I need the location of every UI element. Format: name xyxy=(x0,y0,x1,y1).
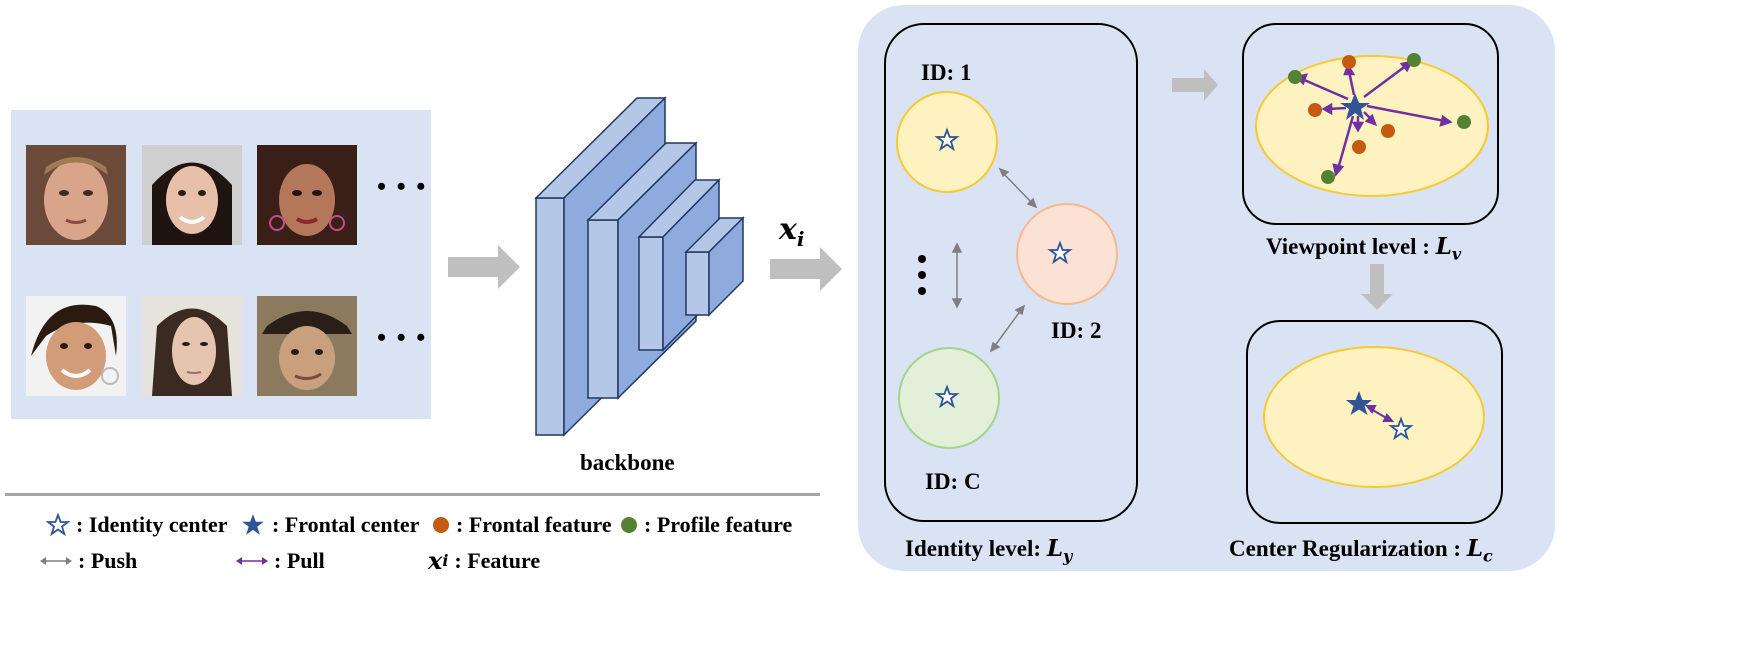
viewpoint-level-title-math: L xyxy=(1435,233,1452,260)
legend-frontal-feature: : Frontal feature xyxy=(432,512,612,538)
backbone-network xyxy=(534,96,745,437)
viewpoint-level-title: Viewpoint level : Lv xyxy=(1266,233,1461,264)
pull-arrow-icon xyxy=(236,557,268,565)
face-image-2 xyxy=(142,145,242,245)
legend-pull: : Pull xyxy=(236,548,325,574)
identity-level-title-math: L xyxy=(1046,535,1063,562)
center-regularization-title-sub: c xyxy=(1483,546,1493,566)
face-image-6 xyxy=(257,296,357,396)
identity-center-star-2 xyxy=(1047,240,1073,265)
orange-dot-icon xyxy=(433,517,449,533)
identity-level-title: Identity level: Ly xyxy=(905,535,1072,566)
cluster-label-1: ID: 1 xyxy=(921,60,972,85)
viewpoint-level-box xyxy=(1242,23,1499,225)
identity-level-title-text: Identity level: xyxy=(905,536,1047,561)
identity-level-title-sub: y xyxy=(1062,546,1073,566)
legend-feature-symbol: x xyxy=(428,546,443,575)
legend-frontal-feature-label: : Frontal feature xyxy=(456,512,612,537)
identity-center-star-c xyxy=(934,384,960,409)
push-arrow-icon xyxy=(40,557,72,565)
arrow-identity-to-viewpoint xyxy=(1172,69,1218,101)
identity-level-box xyxy=(884,23,1138,522)
center-regularization-title-math: L xyxy=(1466,535,1483,562)
cluster-circle-2 xyxy=(1016,203,1118,305)
push-arrow-2-c xyxy=(993,309,1022,348)
legend-push: : Push xyxy=(40,548,137,574)
cluster-label-2: ID: 2 xyxy=(1051,318,1102,343)
center-regularization-title-text: Center Regularization : xyxy=(1229,536,1467,561)
arrow-input-to-backbone xyxy=(448,245,520,289)
center-frontal-star xyxy=(1346,391,1372,415)
face-image-3 xyxy=(257,145,357,245)
legend-divider xyxy=(5,493,820,496)
legend-identity-center: : Identity center xyxy=(46,512,228,538)
identity-center-star-1 xyxy=(934,127,960,152)
output-feature-label: xi xyxy=(779,212,805,251)
backbone-label: backbone xyxy=(580,450,675,475)
legend-identity-center-label: : Identity center xyxy=(76,512,228,537)
output-feature-subscript: i xyxy=(796,227,805,251)
center-regularization-box xyxy=(1246,320,1503,524)
ellipsis-top: • • • xyxy=(377,172,428,201)
output-feature-symbol: x xyxy=(779,212,797,247)
viewpoint-level-title-sub: v xyxy=(1451,244,1462,264)
legend-profile-feature: : Profile feature xyxy=(620,512,792,538)
arrow-backbone-to-losses xyxy=(770,247,842,291)
legend-feature-label: : Feature xyxy=(454,547,541,573)
center-identity-star xyxy=(1388,416,1414,441)
legend-feature-subscript: i xyxy=(442,551,449,570)
frontal-center-star xyxy=(1340,93,1370,120)
hollow-star-icon xyxy=(46,513,70,537)
legend-profile-feature-label: : Profile feature xyxy=(644,512,793,537)
profile-feature-dots xyxy=(1288,53,1471,184)
legend-frontal-center: : Frontal center xyxy=(240,512,419,538)
frontal-feature-dots xyxy=(1308,55,1395,154)
push-arrow-1-2 xyxy=(1002,172,1033,204)
center-regularization-title: Center Regularization : Lc xyxy=(1229,535,1493,566)
face-image-5 xyxy=(142,296,242,396)
identity-clusters-diagram xyxy=(896,91,1118,449)
cluster-label-c: ID: C xyxy=(925,469,981,494)
legend-frontal-center-label: : Frontal center xyxy=(272,512,420,537)
viewpoint-level-title-text: Viewpoint level : xyxy=(1266,234,1436,259)
green-dot-icon xyxy=(621,517,637,533)
legend-push-label: : Push xyxy=(78,548,138,573)
filled-star-icon xyxy=(242,514,264,535)
viewpoint-diagram xyxy=(1255,53,1489,197)
vertical-ellipsis xyxy=(918,255,926,295)
face-image-1 xyxy=(26,145,126,245)
center-regularization-diagram xyxy=(1263,346,1485,488)
arrow-viewpoint-to-center xyxy=(1361,264,1393,310)
face-image-4 xyxy=(26,296,126,396)
legend-pull-label: : Pull xyxy=(274,548,325,573)
ellipsis-bottom: • • • xyxy=(377,323,428,352)
